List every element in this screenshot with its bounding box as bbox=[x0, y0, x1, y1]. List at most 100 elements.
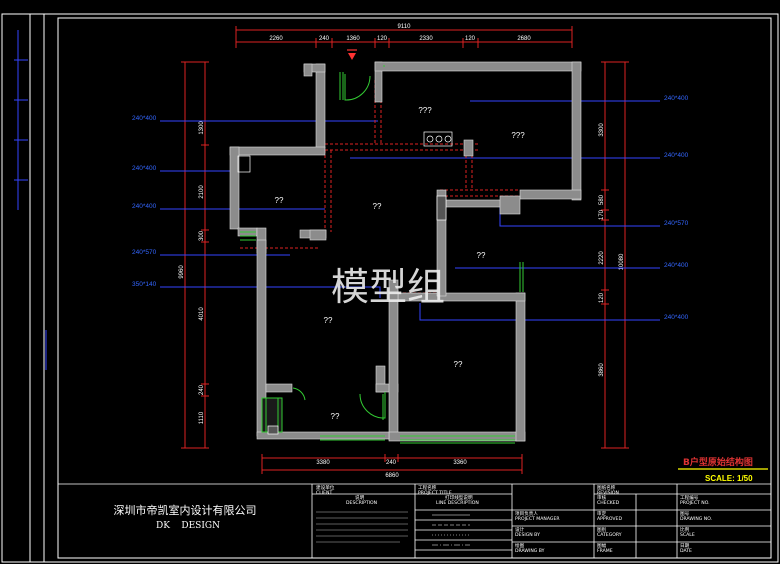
tb-checked-en: CHECKED bbox=[597, 500, 620, 506]
tb-approved-cn: 审定 bbox=[597, 510, 607, 517]
dim-left-5: 1110 bbox=[199, 411, 205, 424]
leader-right-4 bbox=[419, 303, 660, 321]
tb-line-cn: 打印线型说明 bbox=[445, 494, 473, 501]
beam-leaders bbox=[160, 100, 660, 321]
tb-checked-cn: 审核 bbox=[597, 494, 607, 501]
leader-left-4 bbox=[160, 286, 381, 298]
wall bbox=[303, 63, 313, 77]
dim-bottom-2: 3360 bbox=[453, 460, 467, 466]
beam-right-3: 240*400 bbox=[664, 262, 689, 269]
tb-scale-cn: 比例 bbox=[680, 526, 690, 533]
tb-approved-en: APPROVED bbox=[597, 516, 622, 522]
dim-bottom-total: 6860 bbox=[385, 473, 399, 479]
outer-border bbox=[1, 13, 779, 563]
dim-right-2: 170 bbox=[599, 209, 605, 220]
dim-left-3: 4010 bbox=[199, 307, 205, 321]
dim-right-1: 580 bbox=[599, 194, 605, 205]
dim-left-0: 1300 bbox=[199, 121, 205, 135]
tb-drawn-cn: 绘图 bbox=[515, 542, 525, 549]
tb-revision-en: REVISION bbox=[597, 490, 619, 496]
dim-top-6: 2680 bbox=[517, 36, 531, 42]
drawing-scale: SCALE: 1/50 bbox=[705, 474, 753, 483]
inner-border bbox=[57, 17, 772, 559]
tb-drawno-cn: 图号 bbox=[680, 511, 690, 517]
beam-left-4: 350*140 bbox=[132, 281, 157, 288]
kitchen-sink bbox=[423, 131, 453, 147]
wall bbox=[265, 383, 293, 393]
door-balcony bbox=[359, 392, 386, 419]
dim-right-4: 120 bbox=[599, 292, 605, 303]
fixtures bbox=[237, 131, 453, 435]
beam-left-0: 240*400 bbox=[132, 115, 157, 122]
tb-category-cn: 图别 bbox=[597, 526, 607, 533]
room-label-master: ?? bbox=[324, 316, 333, 325]
wall bbox=[374, 61, 582, 72]
flue-box bbox=[237, 155, 251, 173]
tb-line-en: LINE DESCRIPTION bbox=[436, 500, 479, 506]
burner-icon bbox=[435, 135, 443, 143]
tb-client-cn: 建设单位 bbox=[316, 484, 335, 491]
wall bbox=[388, 289, 399, 441]
tb-projno-cn: 工程编号 bbox=[680, 494, 699, 501]
dim-right-5: 3860 bbox=[599, 363, 605, 377]
beam-left-2: 240*400 bbox=[132, 203, 157, 210]
drawing-title: B户型原始结构图 bbox=[683, 456, 753, 468]
shaft-box bbox=[436, 195, 447, 221]
dimension-ticks bbox=[181, 26, 629, 474]
window-living-left bbox=[240, 231, 256, 241]
drawing-frame bbox=[1, 13, 779, 563]
title-block bbox=[58, 483, 771, 558]
tb-category-en: CATEGORY bbox=[597, 532, 622, 538]
beam-labels: 240*400 240*400 240*400 240*570 350*140 … bbox=[132, 95, 689, 321]
dim-top-total: 9110 bbox=[398, 24, 412, 30]
beam-left-3: 240*570 bbox=[132, 249, 157, 256]
dim-left-1: 2100 bbox=[199, 185, 205, 199]
room-label-bath: ?? bbox=[477, 251, 486, 260]
tb-date-cn: 日期 bbox=[680, 543, 690, 549]
dim-bottom-0: 3380 bbox=[316, 460, 330, 466]
tb-frame-cn: 图幅 bbox=[597, 542, 607, 549]
dim-right-0: 3300 bbox=[599, 123, 605, 137]
entrance-marker bbox=[347, 49, 357, 60]
tb-project-cn: 工程名称 bbox=[418, 484, 437, 491]
dimension-texts: 9110 2260 240 1360 120 2330 120 2680 338… bbox=[179, 24, 625, 479]
beam-right-4: 240*400 bbox=[664, 314, 689, 321]
window-bedroom-right bbox=[519, 262, 524, 292]
dim-right-total: 10080 bbox=[619, 253, 625, 270]
beam-left-1: 240*400 bbox=[132, 165, 157, 172]
window-balcony-bottom bbox=[320, 435, 385, 441]
tb-desc-en: DESCRIPTION bbox=[346, 500, 377, 506]
company-name-en: DK DESIGN bbox=[156, 521, 220, 531]
beam-right-0: 240*400 bbox=[664, 95, 689, 102]
room-labels: ??? ??? ?? ?? ?? ?? ?? ?? bbox=[275, 106, 526, 421]
dim-top-3: 120 bbox=[377, 36, 388, 42]
dim-left-total: 9960 bbox=[179, 265, 185, 279]
left-strip-marks bbox=[14, 30, 47, 370]
tb-frame-en: FRAME bbox=[597, 548, 613, 554]
wall bbox=[229, 146, 240, 230]
tb-client-en: CLIENT bbox=[316, 490, 332, 496]
wall bbox=[515, 292, 526, 442]
wall bbox=[315, 63, 326, 149]
watermark-text: 模型组 bbox=[331, 265, 445, 309]
door-entrance bbox=[344, 74, 371, 101]
wall bbox=[499, 195, 521, 215]
tb-pm-en: PROJECT MANAGER bbox=[515, 516, 560, 522]
room-label-bedroom: ?? bbox=[454, 360, 463, 369]
dim-left-4: 240 bbox=[199, 384, 205, 395]
line-type-samples bbox=[432, 514, 470, 546]
room-label-living: ?? bbox=[373, 202, 382, 211]
wall bbox=[229, 146, 326, 156]
burner-icon bbox=[444, 135, 452, 143]
dim-top-1: 240 bbox=[319, 36, 330, 42]
dim-top-4: 2330 bbox=[419, 36, 433, 42]
tb-date-en: DATE bbox=[680, 548, 692, 554]
burner-icon bbox=[426, 135, 434, 143]
dim-top-5: 120 bbox=[465, 36, 476, 42]
column-box bbox=[267, 425, 279, 435]
room-label-balcony: ?? bbox=[331, 412, 340, 421]
entrance-arrow-icon bbox=[348, 53, 356, 60]
company-name-cn: 深圳市帝凯室内设计有限公司 bbox=[114, 503, 257, 517]
dim-left-2: 300 bbox=[199, 230, 205, 241]
tb-pm-cn: 项目负责人 bbox=[515, 510, 538, 517]
